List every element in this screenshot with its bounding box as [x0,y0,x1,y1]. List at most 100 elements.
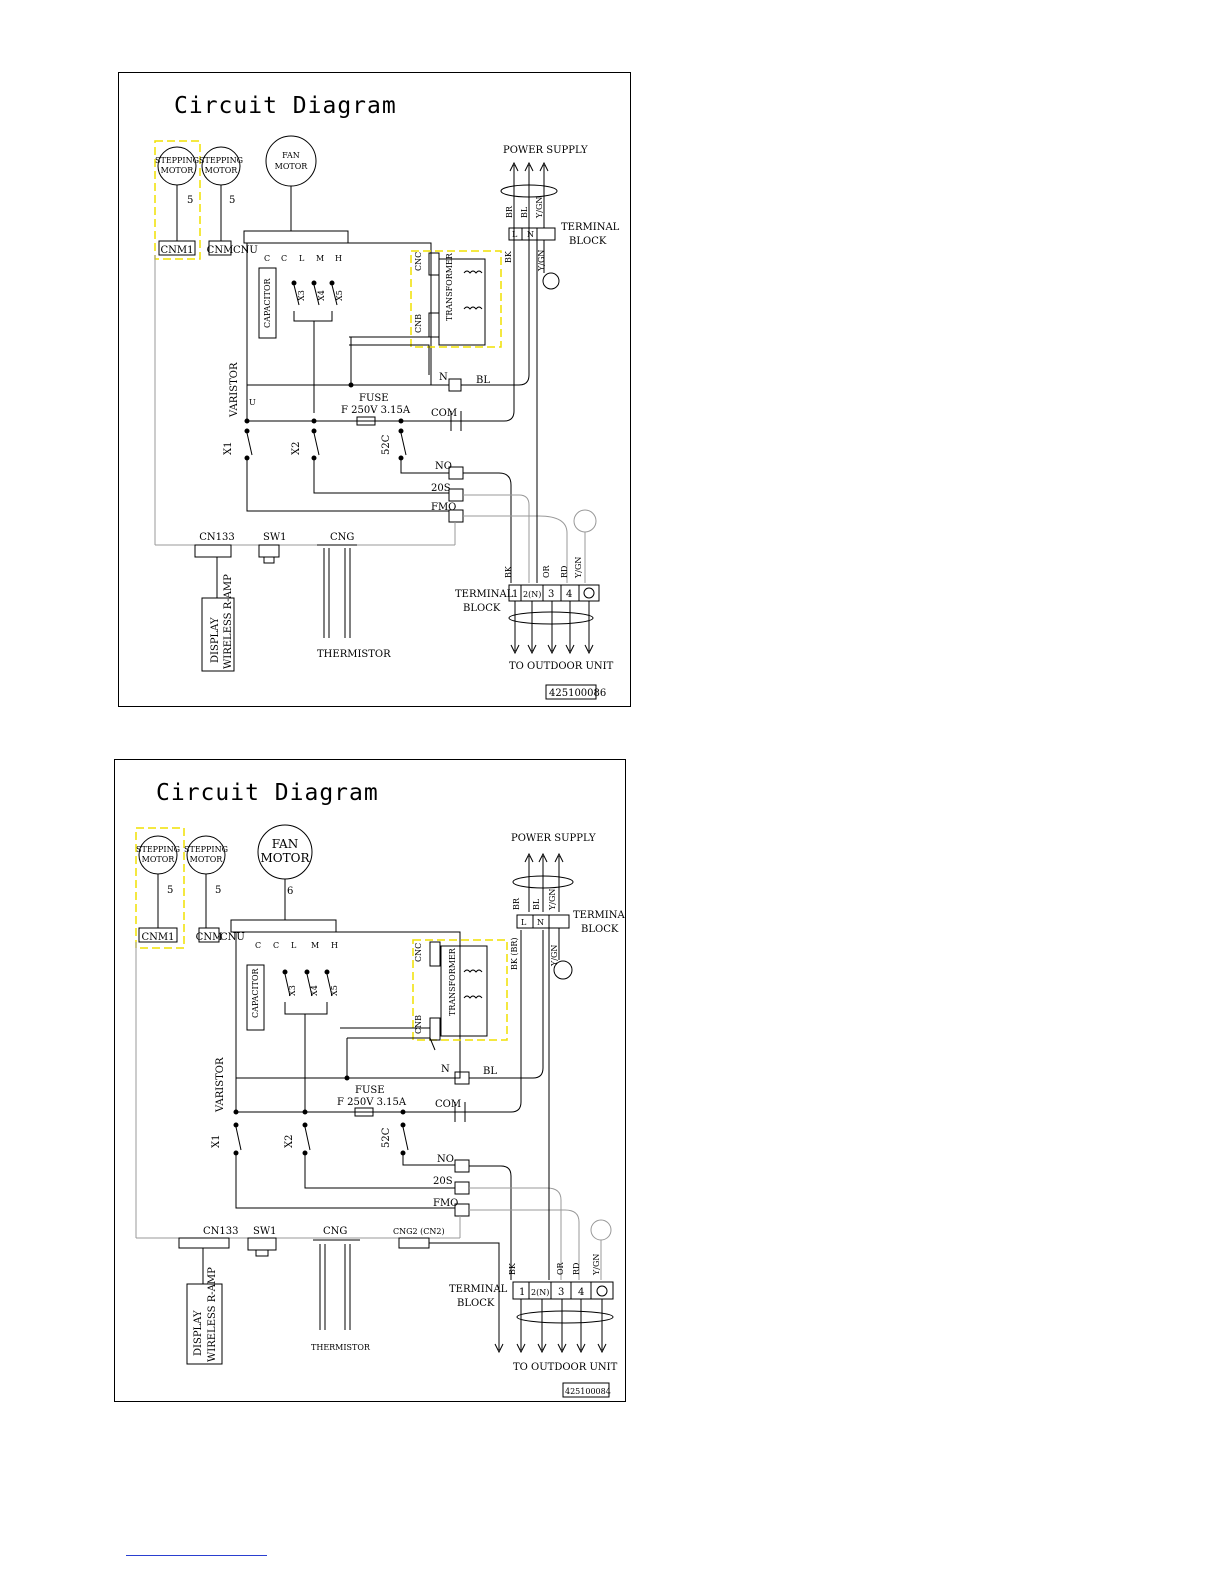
svg-text:CNM: CNM [196,932,223,943]
pin-20s [448,488,464,502]
terminal-block-top [516,914,570,929]
svg-text:X3: X3 [297,290,306,301]
svg-text:52C: 52C [381,1127,392,1148]
diagram-1-drawing: Circuit Diagram STEPPING MOTOR STEPPING … [154,93,620,700]
svg-text:BR: BR [505,205,514,218]
svg-text:CNU: CNU [220,932,245,943]
fuse-rating: F 250V 3.15A [341,405,411,416]
fuse-label: FUSE [359,393,389,404]
svg-text:BLOCK: BLOCK [457,1298,495,1309]
highlight-cnm1 [135,827,185,949]
fan-motor-symbol [265,135,317,187]
ground-symbol [542,272,560,290]
display-board [201,597,235,672]
svg-text:THERMISTOR: THERMISTOR [311,1343,371,1352]
svg-text:CNB: CNB [414,1015,423,1034]
svg-text:4: 4 [566,589,572,600]
svg-text:COM: COM [431,408,457,419]
pin-n [448,378,462,392]
cng2-connector [398,1237,430,1249]
svg-text:STEPPING: STEPPING [136,845,180,854]
power-supply-label: POWER SUPPLY [503,145,588,156]
svg-text:CNG: CNG [330,532,354,543]
svg-text:NO: NO [435,461,452,472]
svg-text:3: 3 [558,1287,564,1298]
highlight-transformer [410,250,502,348]
pcb-box [246,242,432,386]
svg-text:TRANSFORMER: TRANSFORMER [445,252,454,321]
svg-text:BK: BK [508,1262,517,1275]
svg-text:MOTOR: MOTOR [275,162,309,171]
sw1-switch [247,1237,277,1251]
svg-text:CNB: CNB [414,314,423,333]
svg-text:1: 1 [512,589,518,600]
svg-text:POWER SUPPLY: POWER SUPPLY [511,833,596,844]
svg-text:BK (BR): BK (BR) [510,937,519,970]
cnm-connector [208,240,232,256]
svg-text:6: 6 [287,886,293,897]
svg-text:M: M [316,254,324,263]
svg-text:F 250V 3.15A: F 250V 3.15A [337,1097,407,1108]
svg-text:X3: X3 [288,985,297,996]
svg-text:TERMINAL: TERMINAL [449,1284,508,1295]
svg-text:MOTOR: MOTOR [260,851,310,865]
svg-text:Y/GN: Y/GN [537,250,546,272]
svg-text:5: 5 [215,885,221,896]
svg-text:L: L [291,941,297,950]
svg-text:CNM1: CNM1 [141,932,174,943]
diagram-2-drawing: Circuit Diagram STEPPING MOTOR STEPPING … [135,780,625,1398]
circuit-diagram-2: Circuit Diagram STEPPING MOTOR STEPPING … [114,759,626,1402]
cnm1-connector [138,927,178,943]
svg-text:COM: COM [435,1099,461,1110]
capacitor [246,964,265,1031]
highlight-cnm1 [154,140,201,260]
svg-text:C: C [281,254,287,263]
ground-symbol [553,960,573,980]
fan-motor-label: FAN [282,151,300,160]
fan-connector [230,919,337,933]
cn133-connector [194,544,232,558]
stepping-motor-2-label: STEPPING [199,156,243,165]
svg-text:N: N [441,1064,450,1075]
svg-text:BL: BL [520,206,529,218]
svg-text:BL: BL [476,375,490,386]
svg-text:Y/GN: Y/GN [574,557,583,579]
svg-text:M: M [311,941,319,950]
svg-text:OR: OR [542,564,551,578]
svg-text:DISPLAY: DISPLAY [193,1310,204,1356]
svg-text:MOTOR: MOTOR [205,166,239,175]
cnb-connector [429,1017,441,1041]
pcb-box [235,931,461,1079]
svg-text:X5: X5 [335,290,344,301]
terminal-block-bottom [512,1281,614,1300]
svg-text:TERMINAL: TERMINAL [561,222,620,233]
svg-text:2(N): 2(N) [531,1288,549,1297]
svg-text:CNM: CNM [207,245,234,256]
svg-text:MOTOR: MOTOR [190,855,224,864]
svg-text:C: C [255,941,261,950]
svg-text:TRANSFORMER: TRANSFORMER [448,947,457,1016]
svg-text:N: N [439,372,448,383]
svg-text:BK: BK [504,565,513,578]
svg-text:WIRELESS R-AMP: WIRELESS R-AMP [207,1267,218,1362]
svg-text:TO OUTDOOR UNIT: TO OUTDOOR UNIT [513,1362,618,1373]
fan-connector [243,230,349,244]
svg-text:OR: OR [556,1261,565,1275]
svg-text:BR: BR [512,897,521,910]
svg-text:L: L [299,254,305,263]
terminal-block-top [508,227,556,241]
svg-text:SW1: SW1 [263,532,287,543]
svg-text:Y/GN: Y/GN [550,945,559,967]
svg-text:1: 1 [519,1287,525,1298]
cnm-connector [198,927,220,943]
svg-text:L: L [521,918,527,927]
svg-text:WIRELESS R-AMP: WIRELESS R-AMP [223,574,234,669]
svg-text:52C: 52C [381,434,392,455]
drawing-code: 425100086 [549,688,606,699]
transformer [440,945,488,1037]
fuse [356,416,376,426]
svg-text:STEPPING: STEPPING [184,845,228,854]
svg-text:MOTOR: MOTOR [161,166,195,175]
sw1-switch [258,544,280,558]
transformer [438,258,486,346]
